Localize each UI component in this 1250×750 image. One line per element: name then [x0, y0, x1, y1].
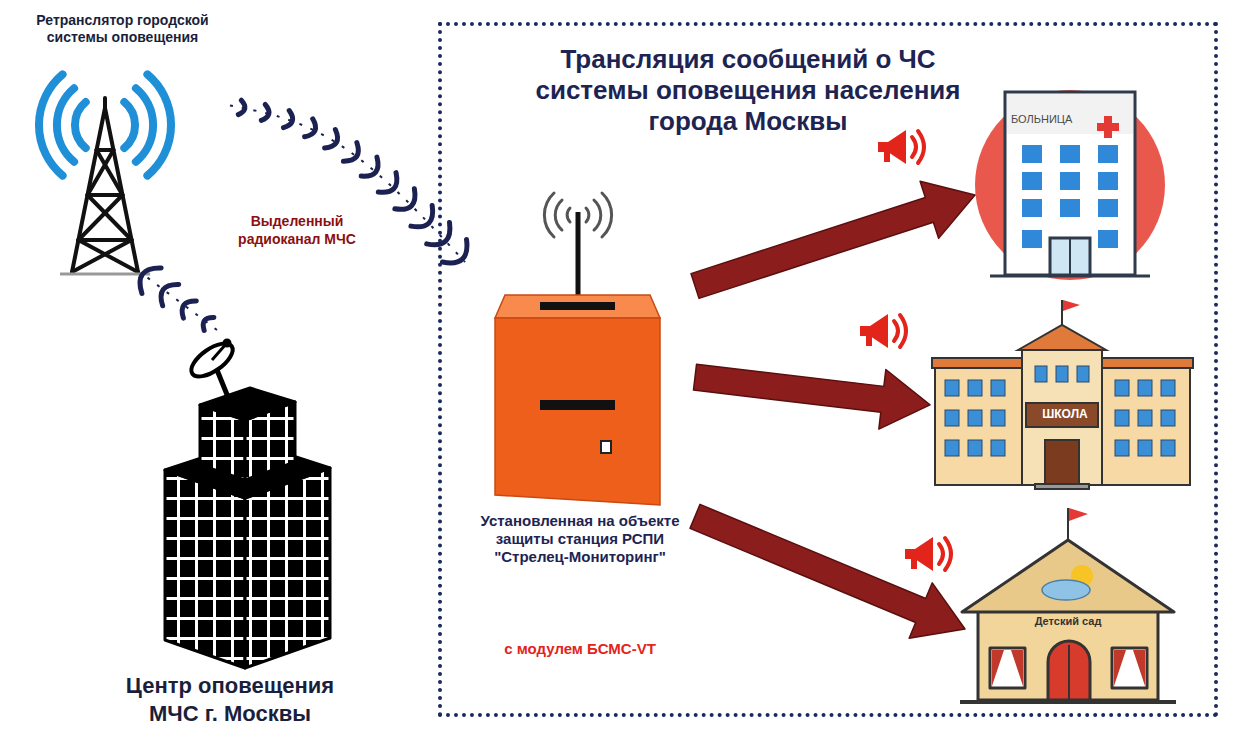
school-icon	[932, 300, 1193, 489]
wave-arc	[161, 284, 179, 305]
node-label: с модулем БСМС-VT	[465, 640, 695, 658]
megaphone-icon	[860, 314, 906, 348]
hospital-icon	[975, 90, 1165, 280]
node-label: Центр оповещения МЧС г. Москвы	[100, 672, 360, 727]
zone-title: Трансляция сообщений о ЧС системы оповещ…	[518, 44, 978, 138]
kindergarten-building: Детский сад	[965, 505, 1170, 705]
wave-arc	[361, 157, 378, 176]
wave-arc	[442, 239, 467, 262]
edge-label: Выделенный радиоканал МЧС	[225, 212, 369, 249]
node-label: БОЛЬНИЦА	[1011, 113, 1087, 126]
relay-tower: Ретранслятор городской системы оповещени…	[15, 10, 230, 275]
radio-waves	[140, 268, 214, 331]
wave-arc	[411, 205, 433, 226]
megaphone-icon	[905, 537, 951, 571]
wave-arc	[283, 111, 292, 128]
wave-arc	[343, 143, 358, 162]
school-building: ШКОЛА	[930, 305, 1192, 490]
rspi-station: Установленная на объекте защиты станция …	[465, 190, 695, 670]
wave-arc	[261, 104, 269, 120]
wave-arc	[203, 318, 214, 331]
wave-arc	[395, 189, 415, 209]
radio-link	[144, 275, 217, 330]
block-arrow	[691, 181, 975, 298]
wave-arc	[378, 173, 397, 193]
node-label: Детский сад	[1017, 615, 1119, 628]
megaphone-icon	[878, 130, 924, 164]
wave-arc	[427, 222, 450, 244]
alert-center: Центр оповещения МЧС г. Москвы	[100, 330, 360, 740]
wave-arc	[182, 301, 196, 318]
hospital-building: БОЛЬНИЦА	[975, 85, 1170, 285]
node-label: ШКОЛА	[1025, 407, 1105, 421]
broadcast-zone: Трансляция сообщений о ЧС системы оповещ…	[438, 22, 1218, 717]
node-label: Ретранслятор городской системы оповещени…	[15, 12, 230, 46]
wave-arc	[140, 268, 161, 294]
wave-arc	[238, 100, 245, 114]
node-label: Установленная на объекте защиты станция …	[477, 512, 683, 566]
block-arrow	[693, 364, 930, 429]
wave-arc	[305, 119, 316, 137]
wave-arc	[325, 130, 338, 148]
kindergarten-icon	[960, 508, 1176, 702]
block-arrow	[690, 504, 965, 638]
station-icon	[495, 193, 660, 505]
center-building-icon	[165, 337, 330, 668]
tower-icon	[39, 74, 171, 274]
